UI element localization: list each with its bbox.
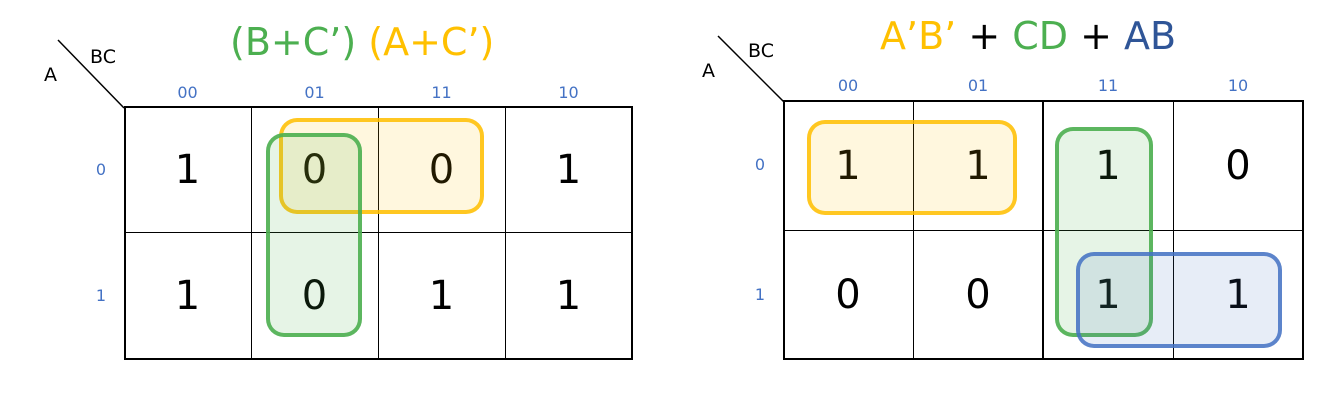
grid-column-divider — [913, 100, 914, 360]
grid-column-divider — [1173, 100, 1174, 360]
grid-border-right — [631, 106, 633, 360]
column-label: 10 — [1227, 76, 1249, 95]
kmap-cell: 1 — [1095, 142, 1121, 189]
row-label: 0 — [95, 160, 107, 179]
kmap-cell: 0 — [428, 147, 455, 193]
column-label: 11 — [1097, 76, 1119, 95]
kmap-cell: 1 — [1225, 271, 1251, 318]
grid-column-divider — [251, 106, 252, 360]
kmap-cell: 1 — [428, 273, 455, 319]
kmap-cell: 1 — [555, 147, 582, 193]
kmap-left-title: (B+C’) (A+C’) — [230, 18, 494, 66]
row-label: 1 — [95, 286, 107, 305]
grid-column-divider — [1042, 100, 1044, 360]
grid-border-left — [124, 106, 126, 360]
kmap-cell: 1 — [174, 147, 201, 193]
column-label: 00 — [837, 76, 859, 95]
kmap-cell: 0 — [301, 147, 328, 193]
kmap-cell: 1 — [555, 273, 582, 319]
title-term-yellow: A’B’ — [880, 14, 957, 58]
kmap-cell: 0 — [301, 273, 328, 319]
row-label: 0 — [754, 155, 766, 174]
group-blue-loop — [1076, 252, 1282, 348]
column-label: 11 — [431, 83, 452, 102]
kmap-cell: 0 — [1225, 142, 1251, 189]
column-variable-label: BC — [748, 40, 774, 62]
grid-column-divider — [505, 106, 506, 360]
kmap-cell: 0 — [965, 271, 991, 318]
group-green-loop — [266, 133, 362, 337]
title-term-blue: AB — [1124, 14, 1177, 58]
column-label: 10 — [558, 83, 579, 102]
row-variable-label: A — [702, 60, 715, 82]
kmap-cell: 1 — [174, 273, 201, 319]
row-label: 1 — [754, 285, 766, 304]
column-variable-label: BC — [90, 46, 116, 68]
title-plus: + — [956, 14, 1013, 58]
title-term-green: (B+C’) — [230, 20, 357, 64]
title-term-green: CD — [1012, 14, 1069, 58]
row-variable-label: A — [44, 64, 57, 86]
title-separator — [356, 20, 368, 64]
grid-column-divider — [378, 106, 379, 360]
kmap-cell: 1 — [965, 142, 991, 189]
kmap-cell: 1 — [835, 142, 861, 189]
column-label: 00 — [177, 83, 198, 102]
group-yellow-loop — [807, 120, 1017, 215]
kmap-right-title: A’B’ + CD + AB — [880, 12, 1176, 60]
corner-diagonal-line — [57, 39, 125, 109]
corner-diagonal-line — [717, 35, 785, 103]
column-label: 01 — [967, 76, 989, 95]
kmap-cell: 1 — [1095, 271, 1121, 318]
title-plus: + — [1068, 14, 1125, 58]
kmap-cell: 0 — [835, 271, 861, 318]
title-term-yellow: (A+C’) — [368, 20, 495, 64]
column-label: 01 — [304, 83, 325, 102]
group-green-loop — [1055, 127, 1153, 337]
